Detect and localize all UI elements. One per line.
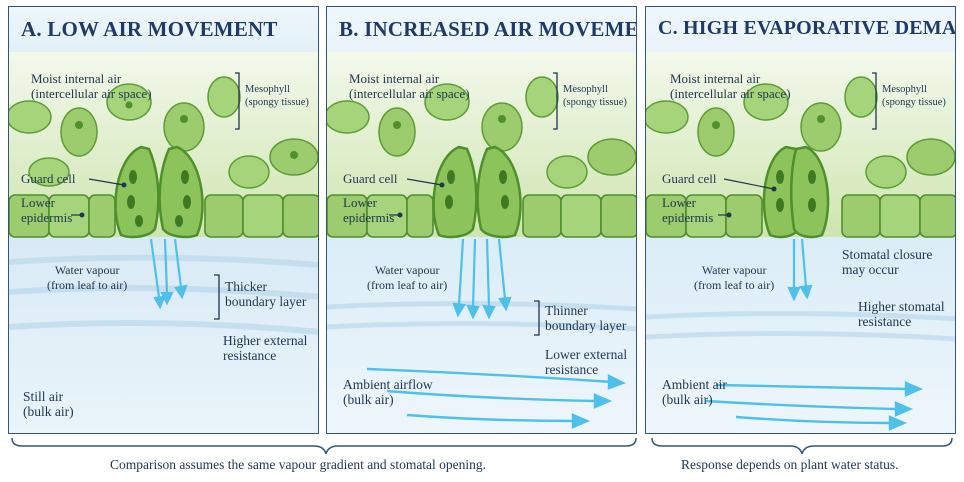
- water-vapour-label: Water vapour (from leaf to air): [367, 263, 448, 292]
- mesophyll-bracket: [553, 72, 558, 130]
- boundary-layer-bracket: [214, 274, 220, 320]
- water-vapour-arrows: [787, 238, 813, 302]
- panel-increased-air-movement: B. INCREASED AIR MOVEMENT Moist internal…: [326, 6, 637, 434]
- ambient-airflow-arrows: [366, 367, 627, 429]
- guard-cell-pointer-dot: [121, 182, 127, 188]
- lower-epidermis-label: Lower epidermis: [662, 195, 714, 225]
- moist-air-label: Moist internal air (intercellular air sp…: [31, 71, 152, 101]
- resistance-label: Lower external resistance: [545, 347, 628, 377]
- water-vapour-label: Water vapour (from leaf to air): [694, 263, 775, 292]
- moist-air-label: Moist internal air (intercellular air sp…: [670, 71, 791, 101]
- mesophyll-cells: [9, 76, 318, 189]
- guard-cells-open: [432, 145, 522, 239]
- guard-cell-label: Guard cell: [21, 171, 76, 186]
- ambient-air-arrows: [705, 381, 924, 431]
- panel-c-illustration: [646, 7, 955, 433]
- guard-cells-closing: [762, 145, 830, 239]
- lower-epidermis-cells: [9, 194, 318, 238]
- right-comparison-brace: [651, 437, 953, 455]
- guard-cell-pointer: [723, 178, 775, 190]
- mesophyll-label: Mesophyll (spongy tissue): [882, 84, 946, 108]
- mesophyll-label: Mesophyll (spongy tissue): [245, 84, 309, 108]
- panel-low-air-movement: A. LOW AIR MOVEMENT Moist internal air (…: [8, 6, 319, 434]
- boundary-layer-label: Thinner boundary layer: [545, 303, 627, 333]
- boundary-layer-bands: [646, 310, 955, 342]
- lower-epidermis-label: Lower epidermis: [343, 195, 395, 225]
- guard-cell-pointer-dot: [771, 186, 777, 192]
- left-comparison-brace: [11, 437, 953, 455]
- guard-cell-pointer: [406, 178, 443, 186]
- panel-title: A. LOW AIR MOVEMENT: [21, 17, 278, 41]
- moist-air-label: Moist internal air (intercellular air sp…: [349, 71, 470, 101]
- resistance-label: Higher stomatal resistance: [858, 299, 945, 329]
- epidermis-pointer-dot: [726, 212, 732, 218]
- mesophyll-bracket: [235, 72, 240, 130]
- guard-cell-pointer: [88, 178, 125, 186]
- water-vapour-arrows: [452, 238, 512, 320]
- guard-cell-label: Guard cell: [343, 171, 398, 186]
- epidermis-pointer-dot: [397, 212, 403, 218]
- left-caption: Comparison assumes the same vapour gradi…: [110, 457, 487, 472]
- epidermis-pointer-dot: [79, 212, 85, 218]
- ambient-air-label: Ambient air (bulk air): [662, 377, 727, 407]
- guard-cell-pointer-dot: [439, 182, 445, 188]
- guard-cell-label: Guard cell: [662, 171, 717, 186]
- lower-epidermis-cells: [327, 194, 636, 238]
- mesophyll-bracket: [872, 72, 877, 130]
- panel-b-illustration: [327, 7, 636, 433]
- panel-high-evaporative-demand: C. HIGH EVAPORATIVE DEMAND Moist interna…: [645, 6, 956, 434]
- lower-epidermis-label: Lower epidermis: [21, 195, 73, 225]
- boundary-layer-bands: [9, 254, 318, 335]
- panel-a-illustration: [9, 7, 318, 433]
- lower-epidermis-cells: [646, 194, 955, 238]
- panel-title: C. HIGH EVAPORATIVE DEMAND: [658, 17, 956, 39]
- ambient-airflow-label: Ambient airflow (bulk air): [343, 377, 433, 407]
- mesophyll-cells: [646, 76, 955, 189]
- boundary-layer-bands: [327, 300, 636, 332]
- boundary-layer-label: Thicker boundary layer: [225, 279, 307, 309]
- mesophyll-cells: [327, 76, 636, 189]
- guard-cells-open: [114, 145, 204, 239]
- right-caption: Response depends on plant water status.: [681, 457, 899, 472]
- panel-title: B. INCREASED AIR MOVEMENT: [339, 17, 637, 41]
- resistance-label: Higher external resistance: [223, 333, 308, 363]
- mesophyll-label: Mesophyll (spongy tissue): [563, 84, 627, 108]
- stomatal-closure-label: Stomatal closure may occur: [842, 247, 933, 277]
- boundary-layer-bracket: [534, 300, 540, 336]
- water-vapour-label: Water vapour (from leaf to air): [47, 263, 128, 292]
- still-air-label: Still air (bulk air): [23, 389, 74, 419]
- water-vapour-arrows: [149, 238, 188, 310]
